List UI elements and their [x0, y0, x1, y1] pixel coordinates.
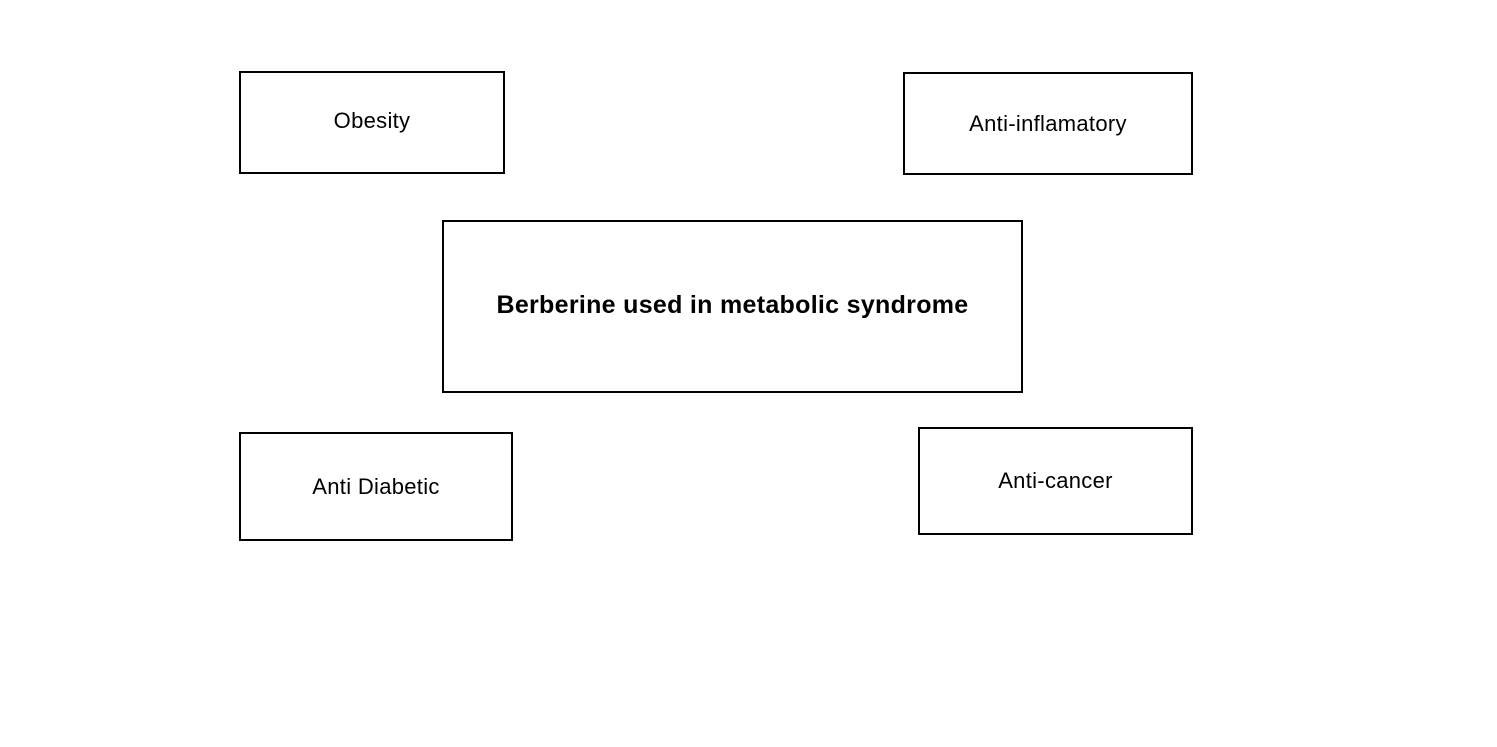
- anti-diabetic-label: Anti Diabetic: [312, 473, 440, 499]
- central-topic-label: Berberine used in metabolic syndrome: [496, 291, 969, 319]
- obesity-box: Obesity: [239, 71, 505, 174]
- anti-cancer-box: Anti-cancer: [918, 427, 1193, 535]
- anti-inflamatory-box: Anti-inflamatory: [903, 72, 1193, 175]
- anti-cancer-label: Anti-cancer: [998, 468, 1113, 493]
- anti-inflamatory-label: Anti-inflamatory: [969, 110, 1127, 136]
- central-topic-box: Berberine used in metabolic syndrome: [442, 220, 1023, 393]
- obesity-label: Obesity: [333, 107, 411, 133]
- anti-diabetic-box: Anti Diabetic: [239, 432, 513, 541]
